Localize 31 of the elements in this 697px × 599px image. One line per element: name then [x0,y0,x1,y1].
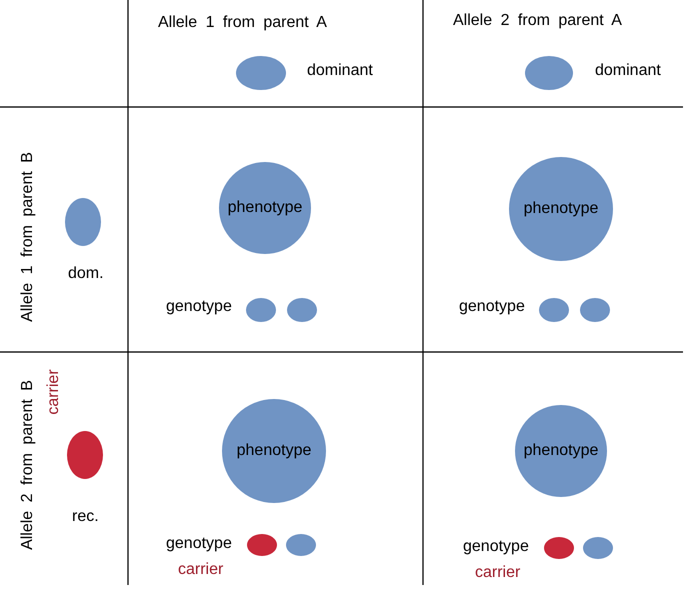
genotype-label: genotype [166,535,232,553]
allele-ellipse [65,198,101,246]
allele-ellipse [67,431,103,479]
allele-label: dominant [307,62,373,80]
carrier-note: carrier [178,561,224,579]
allele-label: dominant [595,62,661,80]
genotype-ellipse [544,537,574,559]
genotype-ellipse [287,298,317,322]
phenotype-label: phenotype [236,442,312,460]
phenotype-label: phenotype [524,442,598,460]
genotype-ellipse [247,534,277,556]
carrier-note: carrier [45,369,63,415]
allele-label: rec. [72,508,99,526]
genotype-ellipse [580,298,610,322]
genotype-label: genotype [459,298,525,316]
genotype-label: genotype [166,298,232,316]
allele-ellipse [525,56,573,90]
genotype-ellipse [583,537,613,559]
genotype-ellipse [539,298,569,322]
row-header: Allele 1 from parent B [19,152,37,322]
genotype-ellipse [246,298,276,322]
genotype-label: genotype [463,538,529,556]
allele-ellipse [236,56,286,90]
carrier-note: carrier [475,564,520,582]
phenotype-label: phenotype [524,200,598,218]
phenotype-label: phenotype [228,199,302,217]
allele-label: dom. [68,265,104,283]
column-header: Allele 1 from parent A [158,14,327,32]
genotype-ellipse [286,534,316,556]
row-header: Allele 2 from parent B [19,380,37,550]
column-header: Allele 2 from parent A [453,12,622,30]
